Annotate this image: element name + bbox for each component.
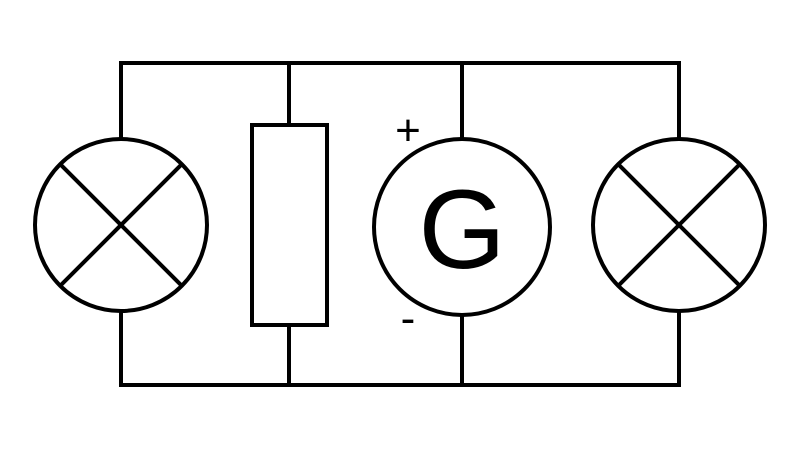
- generator-icon: [372, 137, 552, 317]
- lamp-icon: [591, 137, 767, 313]
- generator-positive-terminal-label: +: [395, 106, 421, 155]
- resistor-icon: [250, 123, 329, 327]
- generator: G + -: [372, 61, 552, 387]
- generator-label: G: [418, 167, 505, 292]
- lamp-right-cross-b: [616, 162, 742, 288]
- lamp-right: [591, 61, 767, 387]
- generator-negative-terminal-label: -: [401, 294, 416, 343]
- lamp-left: [33, 61, 209, 387]
- lamp-icon: [33, 137, 209, 313]
- resistor: [250, 61, 329, 387]
- lamp-left-cross-b: [58, 162, 184, 288]
